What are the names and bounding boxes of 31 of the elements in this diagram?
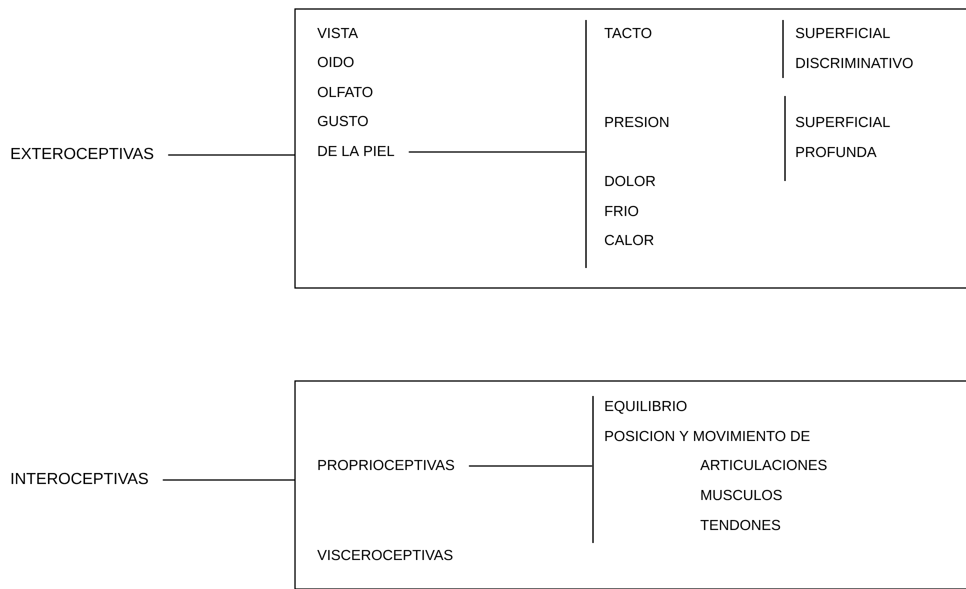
connector-line	[162, 479, 295, 481]
item-label: SUPERFICIAL	[796, 116, 890, 128]
item-label: DE LA PIEL	[318, 146, 394, 156]
item-label: PROPRIOCEPTIVAS	[318, 460, 454, 470]
item-label: DISCRIMINATIVO	[796, 58, 913, 68]
item-label: OIDO	[318, 56, 354, 68]
item-label: OLFATO	[318, 86, 372, 98]
connector-line	[408, 151, 586, 153]
bracket-box	[294, 8, 966, 289]
item-label: EQUILIBRIO	[605, 400, 686, 414]
item-label: VISTA	[317, 28, 358, 38]
item-label: CALOR	[604, 234, 654, 246]
item-label: PROFUNDA	[796, 146, 877, 158]
item-label: TENDONES	[700, 520, 780, 530]
item-label: SUPERFICIAL	[796, 28, 890, 38]
item-label: POSICION Y MOVIMIENTO DE	[605, 430, 810, 442]
item-label: DOLOR	[605, 176, 656, 186]
category-label: EXTEROCEPTIVAS	[12, 148, 154, 160]
item-label: VISCEROCEPTIVAS	[317, 550, 452, 560]
connector-line	[168, 154, 295, 156]
bracket-box	[294, 380, 966, 589]
item-label: TACTO	[604, 28, 652, 38]
item-label: ARTICULACIONES	[700, 460, 827, 470]
item-label: PRESION	[605, 116, 668, 128]
item-label: GUSTO	[318, 116, 368, 126]
item-label: MUSCULOS	[701, 490, 782, 500]
item-label: FRIO	[605, 206, 638, 216]
bracket-line	[585, 20, 587, 268]
bracket-line	[592, 396, 594, 543]
category-label: INTEROCEPTIVAS	[12, 472, 148, 484]
connector-line	[468, 465, 592, 467]
